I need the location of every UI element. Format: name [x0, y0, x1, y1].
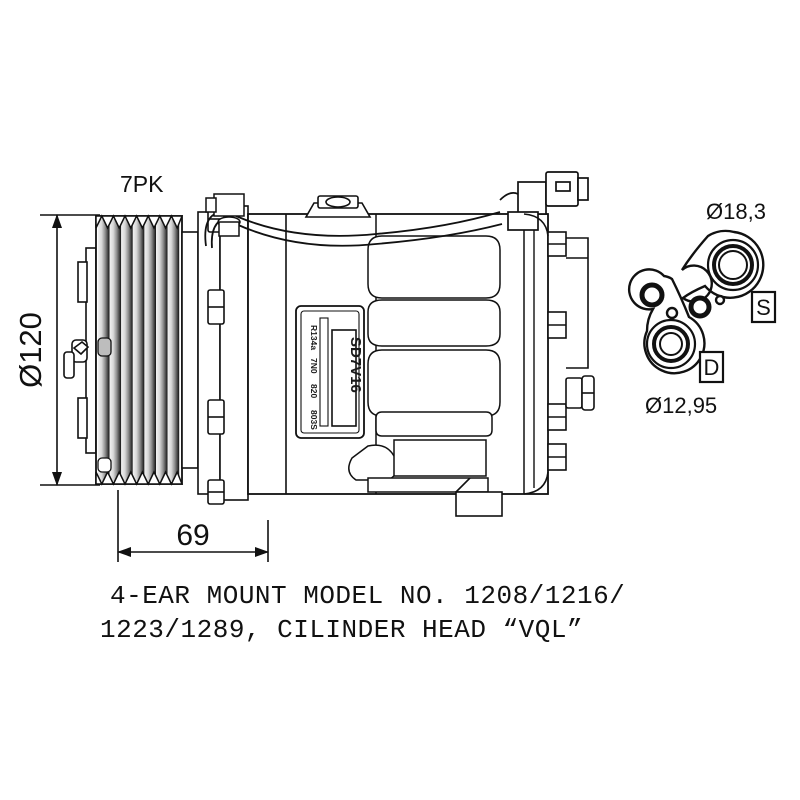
- pulley-lug-bottom: [97, 457, 112, 473]
- stud-cap-flange: [205, 197, 217, 213]
- nameplate-line-code-1: 7N0: [309, 358, 319, 374]
- mount-ear-upper-front: [207, 289, 225, 325]
- harness-wire-main-lower: [235, 223, 503, 247]
- stud-cap-body: [213, 193, 245, 217]
- pulley-bearing-collar: [181, 231, 199, 469]
- suction-tag-letter: S: [756, 295, 771, 320]
- rear-corner-bottom: [523, 471, 549, 495]
- discharge-bolt-hole: [639, 282, 665, 308]
- front-head-and-mount-ears: [197, 205, 275, 505]
- nameplate-model-text: SD7V16: [347, 337, 364, 393]
- label-pulley-belt-7pk: 7PK: [120, 171, 164, 197]
- pulley-groove-top-profile: [95, 214, 184, 230]
- rear-head-assembly: [523, 213, 595, 495]
- front-stud-cap: [205, 193, 245, 237]
- suction-bore-hole: [718, 250, 748, 280]
- connector-pin-window: [555, 181, 571, 192]
- port-tag-discharge: D: [698, 350, 725, 384]
- bottom-mounting-foot: [455, 477, 503, 517]
- port-flange-suction: [680, 229, 765, 319]
- pulley-assembly: [63, 214, 199, 486]
- discharge-bore-ring-outer: [645, 318, 697, 370]
- nameplate-line-refrigerant: R134a: [309, 325, 319, 350]
- label-port-suction-diameter: Ø18,3: [706, 199, 766, 224]
- nameplate-model-box: [331, 329, 357, 427]
- stud-cap-shank: [218, 221, 240, 237]
- clutch-hub-stack: [63, 247, 97, 454]
- foot-chamfer: [455, 477, 471, 493]
- bolt-cap-top-ellipse: [325, 196, 351, 208]
- harness-wire-main-upper: [235, 211, 501, 237]
- nameplate-line-code-3: 803S: [309, 410, 319, 430]
- foot-tab: [455, 491, 503, 517]
- pulley-groove-bottom-profile: [95, 470, 184, 486]
- caption-line-1: 4-EAR MOUNT MODEL NO. 1208/1216/: [110, 581, 625, 611]
- discharge-tag-letter: D: [704, 355, 720, 380]
- dimension-length-69: [117, 490, 269, 562]
- rear-cover-panel: [566, 237, 589, 369]
- label-port-discharge-diameter: Ø12,95: [645, 393, 717, 418]
- discharge-bore-hole: [659, 332, 683, 356]
- front-head-plate: [197, 211, 221, 495]
- suction-bore-ring-outer: [706, 238, 760, 292]
- top-bolt-cap: [304, 195, 372, 218]
- nameplate-barcode-strip: [319, 317, 329, 427]
- discharge-dowel-hole: [665, 306, 679, 320]
- connector-neck: [517, 181, 547, 215]
- dimension-diameter-120: [40, 214, 100, 486]
- port-flange-discharge: [627, 268, 706, 375]
- connector-tail: [577, 177, 589, 201]
- electrical-connector: [499, 171, 589, 231]
- connector-lead-wire: [499, 192, 519, 201]
- cylinder-bore-profiles: [348, 235, 501, 493]
- suction-tag-box: [750, 290, 777, 324]
- mount-ear-lower-front: [207, 399, 225, 435]
- port-tag-suction: S: [750, 290, 777, 324]
- suction-bolt-hole: [688, 295, 712, 319]
- compressor-housing: [247, 213, 549, 495]
- dimension-label-length-69: 69: [176, 519, 209, 552]
- caption-line-2: 1223/1289, CILINDER HEAD “VQL”: [100, 615, 583, 645]
- rear-corner-top: [523, 213, 549, 237]
- discharge-tag-box: [698, 350, 725, 384]
- port-boss-stub: [565, 377, 583, 409]
- front-housing-flange: [219, 205, 249, 501]
- dimension-label-diameter-120: Ø120: [13, 312, 48, 388]
- mount-ear-bottom-front: [207, 479, 225, 505]
- pulley-lug-mid: [97, 337, 112, 357]
- nameplate-line-code-2: 820: [309, 384, 319, 398]
- connector-base-boss: [507, 211, 539, 231]
- suction-dowel-hole: [714, 294, 726, 306]
- nameplate: R134a 7N0 820 803S SD7V16: [295, 305, 365, 439]
